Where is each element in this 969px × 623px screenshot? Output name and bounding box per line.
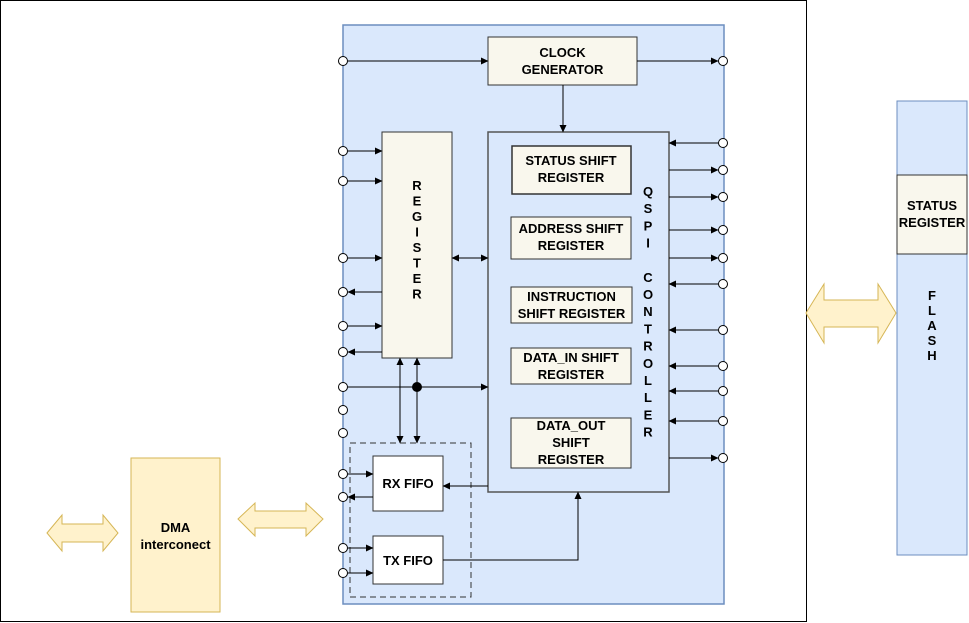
right-port-6 (718, 253, 728, 263)
bus-junction-dot (412, 382, 422, 392)
signal-wires (347, 57, 719, 577)
tx-fifo-block: TX FIFO (372, 535, 444, 585)
data-out-shift-register: DATA_OUT SHIFT REGISTER (510, 417, 632, 469)
right-port-7 (718, 279, 728, 289)
data-in-shift-line1: DATA_IN SHIFT (523, 350, 619, 365)
address-shift-register: ADDRESS SHIFT REGISTER (510, 216, 632, 260)
core-flash-bidirectional-arrow (805, 282, 897, 345)
dma-core-bidirectional-arrow (237, 501, 324, 538)
instruction-shift-register: INSTRUCTION SHIFT REGISTER (510, 286, 633, 324)
left-port-8 (338, 382, 348, 392)
dma-line1: DMA (161, 520, 191, 535)
dma-left-bidirectional-arrow (46, 513, 119, 553)
dma-line2: interconect (140, 537, 211, 552)
right-port-2 (718, 138, 728, 148)
right-port-12 (718, 453, 728, 463)
data-out-shift-line1: DATA_OUT (537, 418, 606, 433)
right-port-9 (718, 361, 728, 371)
tx-fifo-label: TX FIFO (383, 553, 433, 568)
left-port-1 (338, 56, 348, 66)
status-shift-register: STATUS SHIFT REGISTER (511, 145, 632, 195)
left-port-4 (338, 253, 348, 263)
left-port-11 (338, 469, 348, 479)
instruction-shift-line1: INSTRUCTION (527, 289, 616, 304)
status-shift-line1: STATUS SHIFT (525, 153, 616, 168)
fifo-group-dashed-box (349, 442, 472, 598)
right-port-4 (718, 192, 728, 202)
right-port-3 (718, 165, 728, 175)
right-port-10 (718, 386, 728, 396)
data-in-shift-register: DATA_IN SHIFT REGISTER (510, 347, 632, 385)
flash-status-register (896, 174, 968, 255)
left-port-7 (338, 347, 348, 357)
data-out-shift-line2: SHIFT (552, 435, 590, 450)
clock-generator-line2: GENERATOR (522, 62, 604, 77)
instruction-shift-line2: SHIFT REGISTER (518, 306, 626, 321)
flash-status-line1: STATUS (907, 198, 957, 213)
left-port-9 (338, 405, 348, 415)
io-ports (338, 56, 728, 578)
rx-fifo-block: RX FIFO (372, 455, 444, 512)
left-port-5 (338, 287, 348, 297)
right-port-5 (718, 225, 728, 235)
rx-fifo-label: RX FIFO (382, 476, 433, 491)
data-in-shift-line2: REGISTER (538, 367, 605, 382)
clock-generator-line1: CLOCK (539, 45, 586, 60)
address-shift-line1: ADDRESS SHIFT (519, 221, 624, 236)
left-port-6 (338, 321, 348, 331)
right-port-8 (718, 325, 728, 335)
left-port-10 (338, 428, 348, 438)
right-port-11 (718, 416, 728, 426)
address-shift-line2: REGISTER (538, 238, 605, 253)
flash-status-line2: REGISTER (899, 215, 966, 230)
clock-generator-block: CLOCK GENERATOR (487, 36, 638, 86)
left-port-14 (338, 568, 348, 578)
left-port-13 (338, 543, 348, 553)
left-port-12 (338, 492, 348, 502)
tx-fifo-to-controller (443, 491, 582, 561)
status-shift-line2: REGISTER (538, 170, 605, 185)
left-port-3 (338, 176, 348, 186)
left-port-2 (338, 146, 348, 156)
data-out-shift-line3: REGISTER (538, 452, 605, 467)
right-port-1 (718, 56, 728, 66)
dma-interconnect-block: DMA interconect (130, 457, 221, 613)
